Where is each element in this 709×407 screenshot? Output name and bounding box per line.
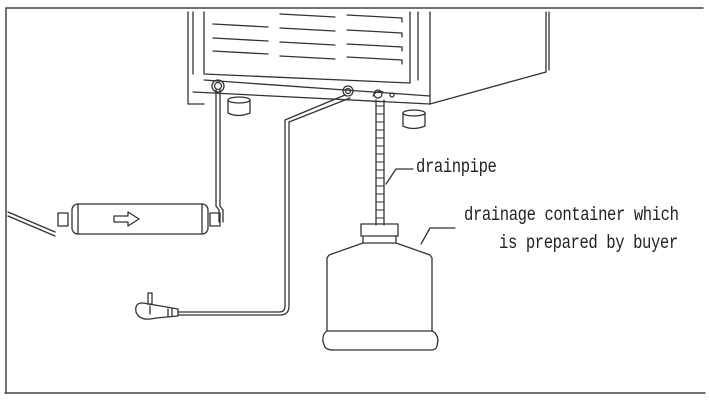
frame-border [4, 7, 706, 394]
appliance-unit [187, 11, 550, 130]
drainpipe-leader-line [385, 168, 414, 185]
drainpipe-label: drainpipe [416, 156, 497, 178]
container-label-line1: drainage container which [464, 204, 679, 226]
power-plug-icon [135, 292, 179, 320]
flow-arrow-icon [113, 211, 140, 227]
drainpipe [372, 90, 385, 226]
drainage-container [322, 223, 439, 351]
inlet-hose [7, 89, 224, 237]
power-cord [177, 94, 351, 316]
container-label-line2: is prepared by buyer [499, 232, 678, 254]
appliance-feet [227, 96, 426, 130]
container-leader-line [420, 227, 456, 245]
vent-louvres [212, 13, 403, 65]
water-inlet-port [211, 79, 225, 93]
cord-outlet-port [342, 85, 354, 97]
water-filter [57, 203, 221, 235]
